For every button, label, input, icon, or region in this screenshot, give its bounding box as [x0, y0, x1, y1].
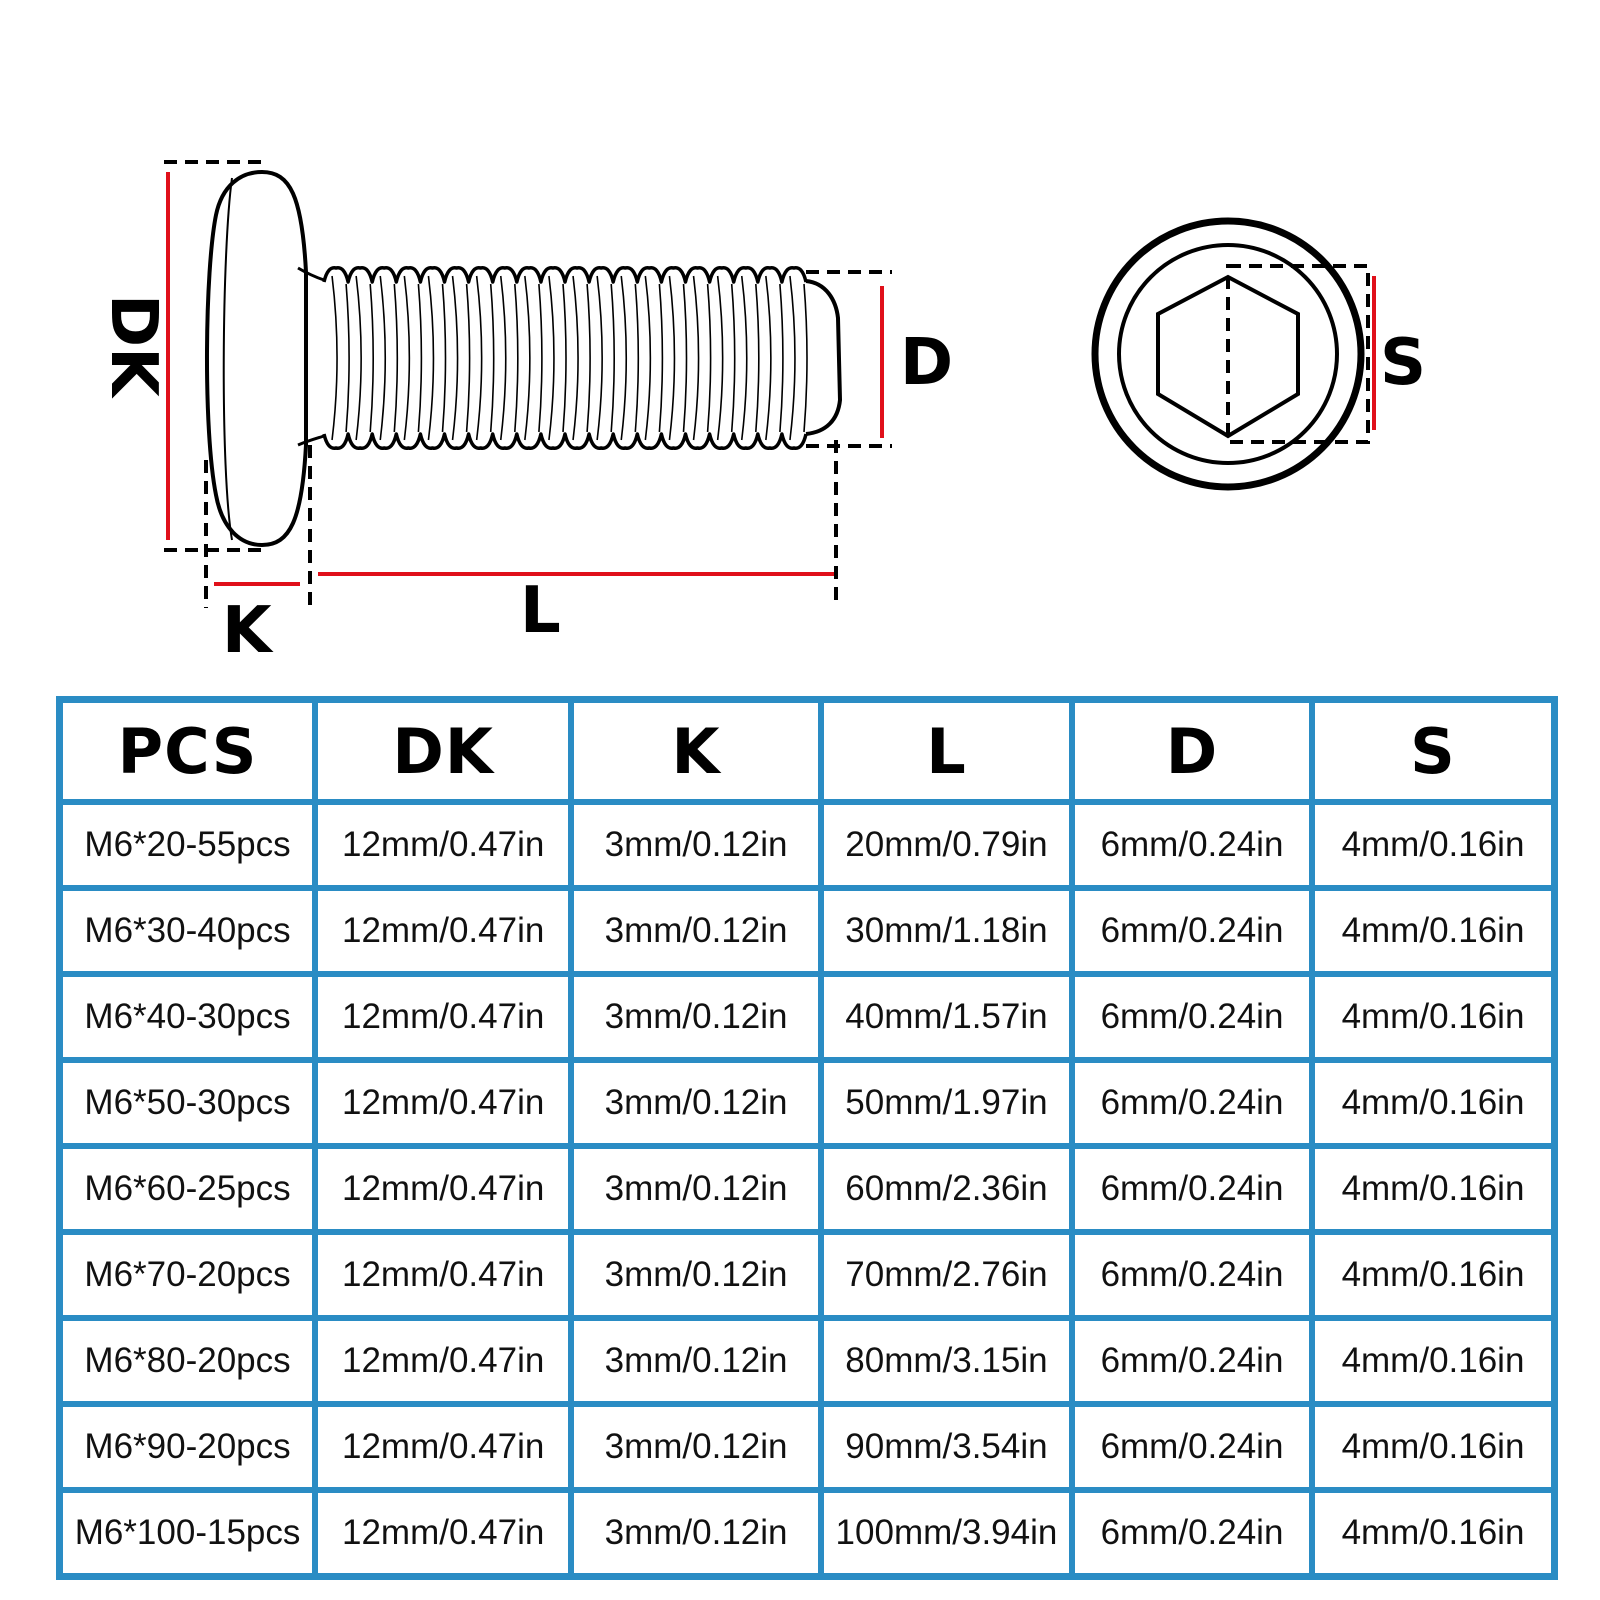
- cell-pcs: M6*20-55pcs: [60, 802, 316, 888]
- cell-s: 4mm/0.16in: [1312, 1060, 1554, 1146]
- cell-k: 3mm/0.12in: [571, 1404, 821, 1490]
- cell-l: 30mm/1.18in: [820, 888, 1072, 974]
- cell-d: 6mm/0.24in: [1072, 888, 1313, 974]
- header-s: S: [1312, 700, 1554, 802]
- header-l: L: [820, 700, 1072, 802]
- cell-dk: 12mm/0.47in: [315, 1404, 572, 1490]
- s-label: S: [1380, 326, 1426, 400]
- cell-l: 20mm/0.79in: [820, 802, 1072, 888]
- table-header-row: PCS DK K L D S: [60, 700, 1554, 802]
- dimension-guide-lines: [164, 160, 1370, 608]
- cell-s: 4mm/0.16in: [1312, 888, 1554, 974]
- cell-dk: 12mm/0.47in: [315, 1146, 572, 1232]
- cell-pcs: M6*40-30pcs: [60, 974, 316, 1060]
- cell-k: 3mm/0.12in: [571, 802, 821, 888]
- cell-s: 4mm/0.16in: [1312, 1146, 1554, 1232]
- cell-k: 3mm/0.12in: [571, 1146, 821, 1232]
- cell-d: 6mm/0.24in: [1072, 1404, 1313, 1490]
- cell-d: 6mm/0.24in: [1072, 1232, 1313, 1318]
- k-label: K: [222, 594, 274, 668]
- cell-pcs: M6*90-20pcs: [60, 1404, 316, 1490]
- cell-l: 60mm/2.36in: [820, 1146, 1072, 1232]
- cell-pcs: M6*100-15pcs: [60, 1490, 316, 1576]
- screw-side-view-icon: [204, 170, 842, 547]
- cell-k: 3mm/0.12in: [571, 888, 821, 974]
- cell-k: 3mm/0.12in: [571, 1232, 821, 1318]
- hex-socket-icon: [1156, 274, 1300, 439]
- cell-k: 3mm/0.12in: [571, 1318, 821, 1404]
- cell-k: 3mm/0.12in: [571, 974, 821, 1060]
- l-label: L: [520, 574, 561, 648]
- cell-s: 4mm/0.16in: [1312, 1318, 1554, 1404]
- cell-pcs: M6*60-25pcs: [60, 1146, 316, 1232]
- cell-l: 50mm/1.97in: [820, 1060, 1072, 1146]
- cell-pcs: M6*30-40pcs: [60, 888, 316, 974]
- cell-s: 4mm/0.16in: [1312, 1490, 1554, 1576]
- cell-pcs: M6*80-20pcs: [60, 1318, 316, 1404]
- header-d: D: [1072, 700, 1313, 802]
- cell-k: 3mm/0.12in: [571, 1490, 821, 1576]
- cell-l: 90mm/3.54in: [820, 1404, 1072, 1490]
- dk-label: DK: [96, 294, 170, 399]
- cell-dk: 12mm/0.47in: [315, 1060, 572, 1146]
- cell-d: 6mm/0.24in: [1072, 802, 1313, 888]
- cell-d: 6mm/0.24in: [1072, 1490, 1313, 1576]
- cell-dk: 12mm/0.47in: [315, 802, 572, 888]
- header-k: K: [571, 700, 821, 802]
- cell-l: 100mm/3.94in: [820, 1490, 1072, 1576]
- dimension-lines: [166, 172, 1376, 586]
- cell-dk: 12mm/0.47in: [315, 974, 572, 1060]
- cell-s: 4mm/0.16in: [1312, 1232, 1554, 1318]
- cell-pcs: M6*50-30pcs: [60, 1060, 316, 1146]
- cell-d: 6mm/0.24in: [1072, 974, 1313, 1060]
- cell-d: 6mm/0.24in: [1072, 1060, 1313, 1146]
- cell-dk: 12mm/0.47in: [315, 888, 572, 974]
- cell-dk: 12mm/0.47in: [315, 1318, 572, 1404]
- cell-s: 4mm/0.16in: [1312, 1404, 1554, 1490]
- cell-k: 3mm/0.12in: [571, 1060, 821, 1146]
- header-dk: DK: [315, 700, 572, 802]
- cell-pcs: M6*70-20pcs: [60, 1232, 316, 1318]
- cell-dk: 12mm/0.47in: [315, 1490, 572, 1576]
- cell-s: 4mm/0.16in: [1312, 802, 1554, 888]
- screw-dimension-diagram: DK K L D S: [96, 160, 1426, 668]
- cell-l: 70mm/2.76in: [820, 1232, 1072, 1318]
- screw-head-top-view-icon: [1091, 217, 1365, 491]
- cell-s: 4mm/0.16in: [1312, 974, 1554, 1060]
- d-label: D: [900, 326, 953, 400]
- cell-d: 6mm/0.24in: [1072, 1318, 1313, 1404]
- cell-l: 80mm/3.15in: [820, 1318, 1072, 1404]
- cell-l: 40mm/1.57in: [820, 974, 1072, 1060]
- header-pcs: PCS: [60, 700, 316, 802]
- cell-d: 6mm/0.24in: [1072, 1146, 1313, 1232]
- cell-dk: 12mm/0.47in: [315, 1232, 572, 1318]
